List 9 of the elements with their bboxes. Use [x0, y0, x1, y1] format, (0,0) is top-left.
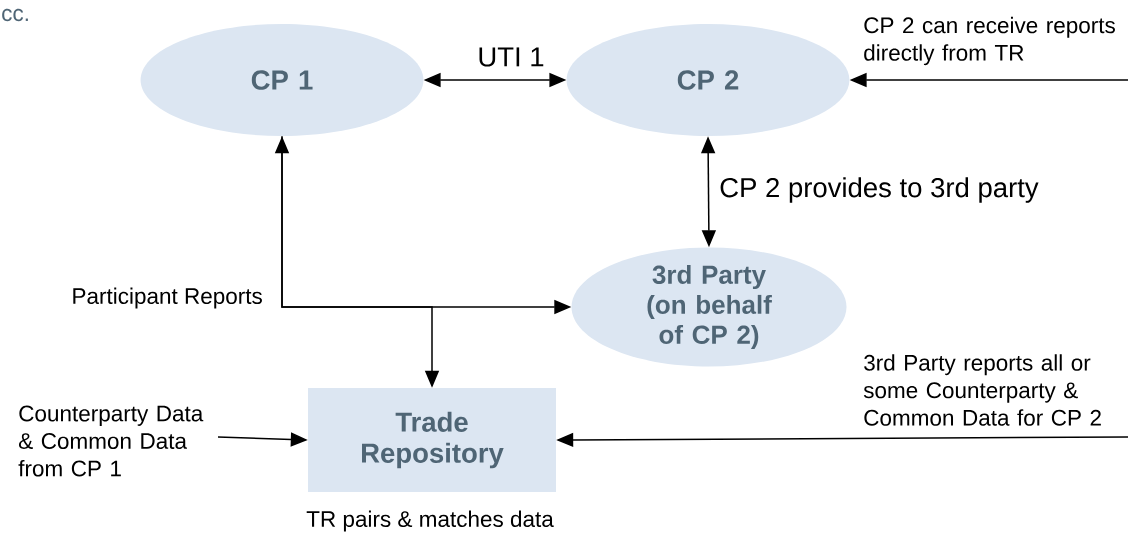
- edge-label: UTI 1: [479, 47, 544, 67]
- repository-box: Trade Repository: [308, 388, 556, 492]
- edge-label: 3rd Party reports all or some Counterparty & Common Data for CP 2: [863, 354, 1101, 426]
- edge-label: CP 2 can receive reports directly from TR: [864, 16, 1115, 66]
- caption-text: TR pairs & matches data: [306, 510, 554, 532]
- fragment-text: cc.: [2, 8, 28, 22]
- edge-label: CP 2 provides to 3rd party: [720, 177, 1039, 203]
- annotation-text: Participant Reports: [73, 287, 262, 309]
- edge-label: Counterparty Data & Common Data from CP 1: [18, 405, 204, 477]
